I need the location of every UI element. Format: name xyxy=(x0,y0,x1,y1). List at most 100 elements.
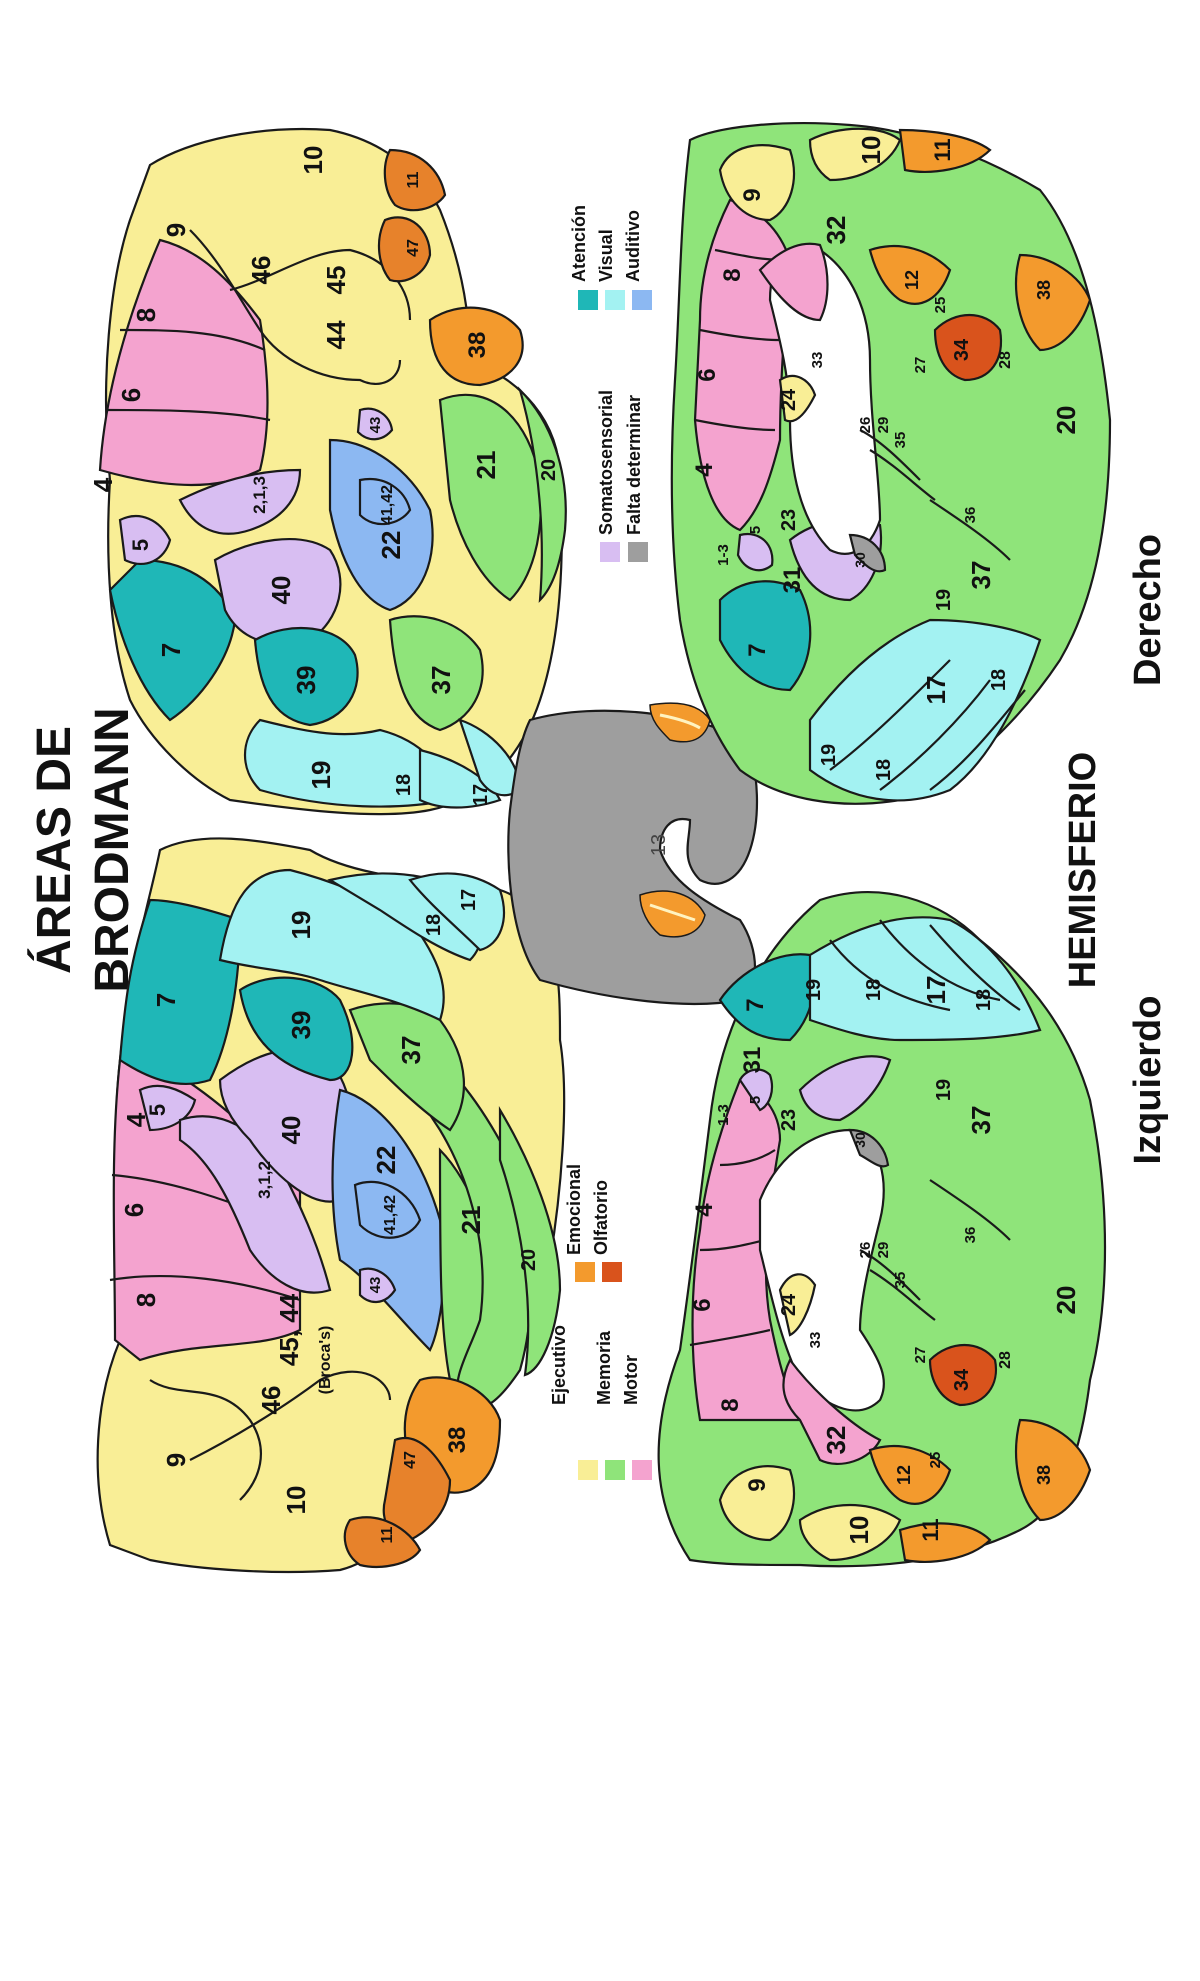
area-label: 6 xyxy=(694,368,721,381)
area-label: 46 xyxy=(246,256,276,285)
area-label: 19 xyxy=(818,744,840,766)
area-label: 19 xyxy=(933,589,955,611)
area-label: 2,1,3 xyxy=(250,476,269,514)
area-label: 38 xyxy=(444,1427,471,1454)
legend-swatch xyxy=(578,290,598,310)
area-label: 40 xyxy=(276,1116,306,1145)
area-label: 5 xyxy=(747,1096,764,1104)
area-label: 1-3 xyxy=(715,1104,732,1126)
area-label: 38 xyxy=(1034,280,1054,300)
area-label: 20 xyxy=(1051,406,1081,435)
area-label: 4 xyxy=(88,477,118,492)
area-label: 22 xyxy=(371,1146,401,1175)
area-label: 17 xyxy=(921,976,951,1005)
area-label: 9 xyxy=(739,188,766,201)
area-label: 7 xyxy=(744,643,771,656)
area-label: 11 xyxy=(405,171,422,188)
area-label: 6 xyxy=(119,1203,149,1217)
area-label: 18 xyxy=(973,989,995,1011)
area-label: 17 xyxy=(470,784,492,806)
area-label: 32 xyxy=(821,216,851,245)
area-label: 18 xyxy=(393,774,415,796)
legend-swatch xyxy=(600,542,620,562)
area-label: 36 xyxy=(962,507,979,524)
area-label: 10 xyxy=(281,1486,311,1515)
area-label: 7 xyxy=(151,993,181,1007)
area-label: 23 xyxy=(778,1109,800,1131)
area-label: 18 xyxy=(873,759,895,781)
area-label: 45, 44 xyxy=(274,1293,304,1366)
legend-label: Emocional xyxy=(564,1164,584,1255)
legend-label: Atención xyxy=(569,205,589,282)
area-label: 33 xyxy=(807,1332,824,1349)
area-label: 20 xyxy=(518,1249,540,1271)
hemisphere-right-label: Derecho xyxy=(1127,534,1169,686)
area-label: 27 xyxy=(912,357,929,374)
area-label: 24 xyxy=(778,1293,800,1316)
area-label: 47 xyxy=(405,239,422,257)
legend-swatch xyxy=(628,542,648,562)
area-label: 11 xyxy=(918,1518,943,1541)
area-label: 22 xyxy=(376,531,406,560)
area-label: 11 xyxy=(930,138,955,161)
area-label: 23 xyxy=(778,509,800,531)
area-label: 29 xyxy=(875,417,892,434)
legend-label: Ejecutivo xyxy=(549,1325,569,1405)
area-label: 28 xyxy=(997,351,1014,369)
legend-label: Motor xyxy=(621,1355,641,1405)
legend-label: Somatosensorial xyxy=(596,390,616,535)
area-label: 7 xyxy=(742,998,769,1011)
area-label: 35 xyxy=(892,1272,909,1289)
area-label: 19 xyxy=(933,1079,955,1101)
area-label: 39 xyxy=(286,1011,316,1040)
legend-label: Olfatorio xyxy=(591,1180,611,1255)
legend-label: Visual xyxy=(596,229,616,282)
area-label: 8 xyxy=(131,1293,161,1307)
area-label: 33 xyxy=(809,352,826,369)
legend-swatch xyxy=(605,290,625,310)
area-label: 39 xyxy=(291,666,321,695)
area-label: 10 xyxy=(856,136,886,165)
area-label: 37 xyxy=(396,1036,426,1065)
area-label: 26 xyxy=(857,1242,874,1259)
title-line1: ÁREAS DE xyxy=(27,726,81,974)
area-label: 10 xyxy=(298,146,328,175)
area-label: 5 xyxy=(747,526,764,534)
area-label: 41,42 xyxy=(379,485,396,525)
title-line2: BRODMANN xyxy=(86,707,139,992)
area-label: 34 xyxy=(951,338,973,361)
area-label: 18 xyxy=(423,914,445,936)
area-label: 19 xyxy=(306,761,336,790)
area-label: 21 xyxy=(471,451,501,480)
area-label: 44 xyxy=(321,320,351,349)
area-label: 37 xyxy=(426,666,456,695)
area-label: 7 xyxy=(156,643,186,657)
area-label: 18 xyxy=(863,979,885,1001)
area-label: 34 xyxy=(951,1368,973,1391)
legend-swatch xyxy=(632,290,652,310)
area-label: 21 xyxy=(456,1206,486,1235)
area-label: 12 xyxy=(894,1465,914,1485)
area-label: 17 xyxy=(921,676,951,705)
area-label: 13 xyxy=(648,834,670,856)
area-label: 11 xyxy=(379,1526,396,1543)
area-label: 9 xyxy=(161,223,191,237)
area-label: 1-3 xyxy=(715,544,732,566)
area-label: 8 xyxy=(719,268,746,281)
area-label: 27 xyxy=(912,1347,929,1364)
legend-swatch xyxy=(575,1262,595,1282)
area-label: 30 xyxy=(852,552,868,568)
area-label: 40 xyxy=(266,576,296,605)
area-label: 12 xyxy=(902,270,922,290)
area-label: 19 xyxy=(803,979,825,1001)
area-label: 38 xyxy=(464,332,491,359)
area-label: 9 xyxy=(744,1478,771,1491)
legend-label: Memoria xyxy=(594,1330,614,1405)
area-label: 20 xyxy=(538,459,560,481)
area-label: 10 xyxy=(844,1516,874,1545)
hemisphere-left-label: Izquierdo xyxy=(1127,996,1169,1165)
area-label: 6 xyxy=(116,388,146,402)
area-label: 38 xyxy=(1034,1465,1054,1485)
area-label: 37 xyxy=(966,561,996,590)
